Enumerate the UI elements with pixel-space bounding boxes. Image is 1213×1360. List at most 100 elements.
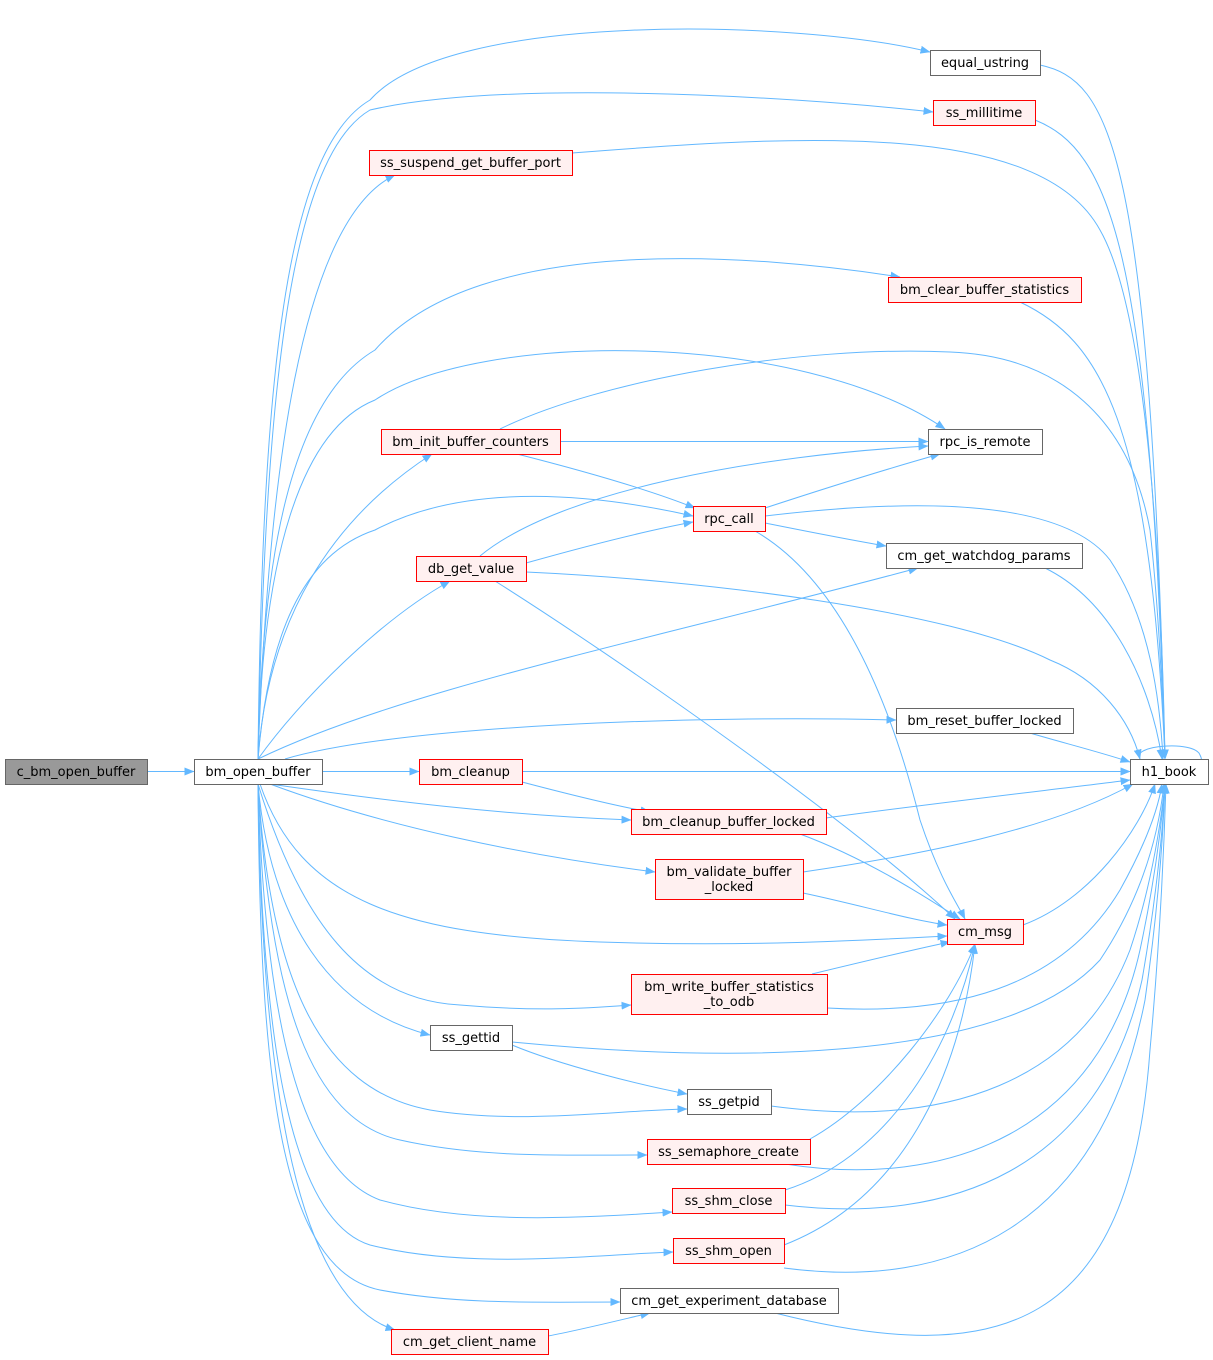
edge-bm-open-buffer-to-ss-shm-close: [257, 783, 673, 1219]
edge-ss-millitime-to-h1-book: [1034, 119, 1169, 760]
node-cm-msg[interactable]: cm_msg: [947, 919, 1024, 945]
node-label: cm_get_experiment_database: [631, 1294, 827, 1309]
node-label: bm_cleanup: [431, 765, 510, 780]
edge-ss-shm-close-to-cm-msg: [784, 943, 977, 1191]
edge-bm-open-buffer-to-bm-write-buffer-statistics-to-odb: [257, 783, 632, 1010]
node-bm-write-buffer-statistics-to-odb[interactable]: bm_write_buffer_statistics_to_odb: [631, 974, 828, 1015]
node-label: _to_odb: [703, 995, 755, 1010]
edge-ss-suspend-get-buffer-port-to-h1-book: [571, 139, 1169, 760]
node-box: [896, 708, 1074, 734]
node-label: ss_shm_close: [685, 1194, 773, 1209]
node-h1-book[interactable]: h1_book: [1130, 759, 1209, 785]
node-box: [369, 150, 573, 176]
edge-cm-msg-to-h1-book: [1022, 783, 1156, 926]
nodes-layer: c_bm_open_buffer bm_open_buffer equal_ustr…: [5, 50, 1209, 1355]
edge-ss-getpid-to-h1-book: [770, 783, 1168, 1113]
node-bm-cleanup-buffer-locked[interactable]: bm_cleanup_buffer_locked: [631, 809, 827, 835]
node-c-bm-open-buffer[interactable]: c_bm_open_buffer: [5, 759, 148, 785]
node-bm-init-buffer-counters[interactable]: bm_init_buffer_counters: [381, 429, 561, 455]
node-box: [886, 543, 1083, 569]
node-ss-millitime[interactable]: ss_millitime: [933, 100, 1036, 126]
edge-cm-get-experiment-database-to-h1-book: [774, 783, 1170, 1336]
node-box: [419, 759, 523, 785]
node-box: [391, 1329, 549, 1355]
node-box: [1130, 759, 1209, 785]
node-ss-gettid[interactable]: ss_gettid: [430, 1025, 513, 1051]
edge-bm-clear-buffer-statistics-to-h1-book: [1019, 301, 1169, 760]
edge-rpc-call-to-rpc-is-remote: [764, 452, 941, 509]
edge-bm-validate-buffer-locked-to-h1-book: [802, 783, 1134, 873]
edge-bm-open-buffer-to-bm-clear-buffer-statistics: [257, 258, 901, 760]
node-box: [947, 919, 1024, 945]
edge-bm-open-buffer-to-ss-millitime: [257, 92, 934, 760]
node-ss-suspend-get-buffer-port[interactable]: ss_suspend_get_buffer_port: [369, 150, 573, 176]
edge-bm-open-buffer-to-equal-ustring: [257, 28, 931, 760]
edge-bm-validate-buffer-locked-to-cm-msg: [802, 892, 948, 928]
node-bm-cleanup[interactable]: bm_cleanup: [419, 759, 523, 785]
node-cm-get-experiment-database[interactable]: cm_get_experiment_database: [620, 1288, 839, 1314]
node-bm-reset-buffer-locked[interactable]: bm_reset_buffer_locked: [896, 708, 1074, 734]
node-cm-get-watchdog-params[interactable]: cm_get_watchdog_params: [886, 543, 1083, 569]
node-label: bm_reset_buffer_locked: [907, 714, 1061, 729]
node-label: rpc_is_remote: [940, 435, 1031, 450]
node-box: [416, 556, 527, 582]
node-label: ss_semaphore_create: [658, 1145, 799, 1160]
node-ss-shm-close[interactable]: ss_shm_close: [672, 1188, 786, 1214]
edge-bm-init-buffer-counters-to-h1-book: [499, 350, 1169, 760]
node-box: [430, 1025, 513, 1051]
edge-bm-reset-buffer-locked-to-h1-book: [1029, 732, 1131, 763]
edge-db-get-value-to-rpc-call: [525, 519, 694, 564]
node-box: [933, 100, 1036, 126]
edge-ss-shm-open-to-cm-msg: [783, 943, 978, 1246]
node-rpc-call[interactable]: rpc_call: [693, 506, 766, 532]
edge-bm-open-buffer-to-bm-init-buffer-counters: [257, 453, 433, 760]
node-label: bm_init_buffer_counters: [392, 435, 549, 450]
node-equal-ustring[interactable]: equal_ustring: [930, 50, 1041, 76]
node-ss-getpid[interactable]: ss_getpid: [687, 1089, 772, 1115]
node-box: [693, 506, 766, 532]
edge-db-get-value-to-h1-book: [525, 571, 1142, 760]
edge-db-get-value-to-cm-msg: [494, 580, 956, 920]
edge-bm-open-buffer-to-bm-reset-buffer-locked: [284, 715, 897, 760]
edge-cm-get-client-name-to-cm-get-experiment-database: [547, 1311, 651, 1337]
node-label: rpc_call: [704, 512, 754, 527]
edge-rpc-call-to-cm-msg: [754, 530, 966, 920]
node-box: [687, 1089, 772, 1115]
node-label: equal_ustring: [941, 56, 1029, 71]
node-db-get-value[interactable]: db_get_value: [416, 556, 527, 582]
node-label: ss_suspend_get_buffer_port: [380, 156, 561, 171]
edge-bm-open-buffer-to-ss-shm-open: [257, 783, 674, 1260]
edge-bm-open-buffer-to-ss-suspend-get-buffer-port: [257, 174, 396, 760]
node-bm-clear-buffer-statistics[interactable]: bm_clear_buffer_statistics: [888, 277, 1082, 303]
edge-bm-write-buffer-statistics-to-odb-to-cm-msg: [811, 939, 951, 975]
edge-cm-get-watchdog-params-to-h1-book: [1044, 567, 1165, 760]
edge-ss-shm-open-to-h1-book: [783, 783, 1169, 1273]
node-label: bm_write_buffer_statistics: [644, 980, 814, 995]
node-label: ss_shm_open: [685, 1244, 772, 1259]
node-ss-semaphore-create[interactable]: ss_semaphore_create: [647, 1139, 811, 1165]
edge-bm-open-buffer-to-cm-msg: [259, 783, 948, 945]
node-label: h1_book: [1142, 765, 1197, 780]
node-label: bm_clear_buffer_statistics: [900, 283, 1069, 298]
node-bm-open-buffer[interactable]: bm_open_buffer: [194, 759, 323, 785]
node-cm-get-client-name[interactable]: cm_get_client_name: [391, 1329, 549, 1355]
node-label: db_get_value: [428, 562, 514, 577]
node-label: _locked: [704, 880, 754, 895]
edge-rpc-call-to-h1-book: [764, 505, 1167, 760]
node-box: [888, 277, 1082, 303]
node-rpc-is-remote[interactable]: rpc_is_remote: [928, 429, 1043, 455]
node-box: [620, 1288, 839, 1314]
node-box: [672, 1188, 786, 1214]
edge-bm-open-buffer-to-cm-get-experiment-database: [257, 783, 621, 1307]
edge-bm-open-buffer-to-ss-gettid: [257, 783, 431, 1037]
node-box: [631, 974, 828, 1015]
edge-bm-open-buffer-to-bm-validate-buffer-locked: [269, 783, 656, 875]
node-label: cm_get_watchdog_params: [897, 549, 1070, 564]
node-ss-shm-open[interactable]: ss_shm_open: [673, 1238, 785, 1264]
node-label: ss_getpid: [698, 1095, 760, 1110]
node-label: bm_open_buffer: [205, 765, 311, 780]
edge-bm-open-buffer-to-db-get-value: [257, 580, 451, 760]
edge-ss-semaphore-create-to-h1-book: [784, 783, 1169, 1171]
node-bm-validate-buffer-locked[interactable]: bm_validate_buffer_locked: [655, 859, 804, 900]
